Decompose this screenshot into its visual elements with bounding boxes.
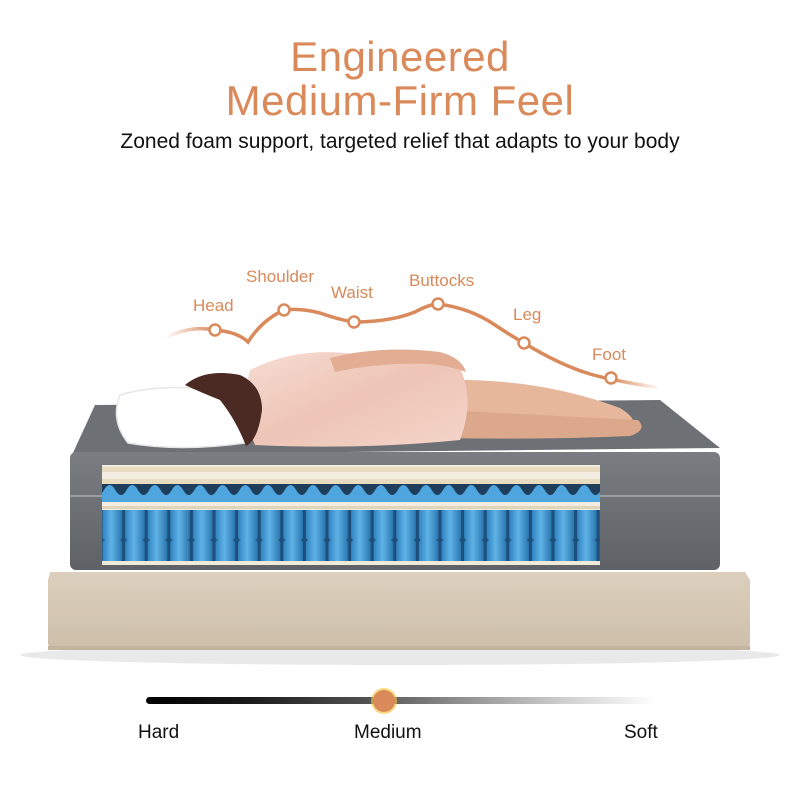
firmness-label-soft: Soft bbox=[624, 722, 658, 743]
zone-label-waist: Waist bbox=[331, 283, 373, 302]
zone-point-foot bbox=[604, 371, 618, 385]
title-line-1: Engineered bbox=[290, 33, 510, 80]
subtitle: Zoned foam support, targeted relief that… bbox=[120, 130, 680, 153]
firmness-track bbox=[146, 697, 656, 704]
zone-point-leg bbox=[517, 336, 531, 350]
firmness-label-medium: Medium bbox=[354, 722, 422, 743]
zone-point-shoulder bbox=[277, 303, 291, 317]
zone-label-leg: Leg bbox=[513, 305, 542, 324]
zone-point-buttocks bbox=[431, 297, 445, 311]
zone-label-foot: Foot bbox=[592, 345, 627, 364]
zone-label-head: Head bbox=[193, 296, 234, 315]
firmness-label-hard: Hard bbox=[138, 722, 180, 743]
zone-label-buttocks: Buttocks bbox=[409, 271, 475, 290]
title-line-2: Medium-Firm Feel bbox=[225, 77, 575, 124]
zone-point-waist bbox=[347, 315, 361, 329]
zone-label-shoulder: Shoulder bbox=[246, 267, 315, 286]
pressure-curve bbox=[164, 297, 661, 390]
zone-point-head bbox=[208, 323, 222, 337]
firmness-knob bbox=[373, 690, 395, 712]
